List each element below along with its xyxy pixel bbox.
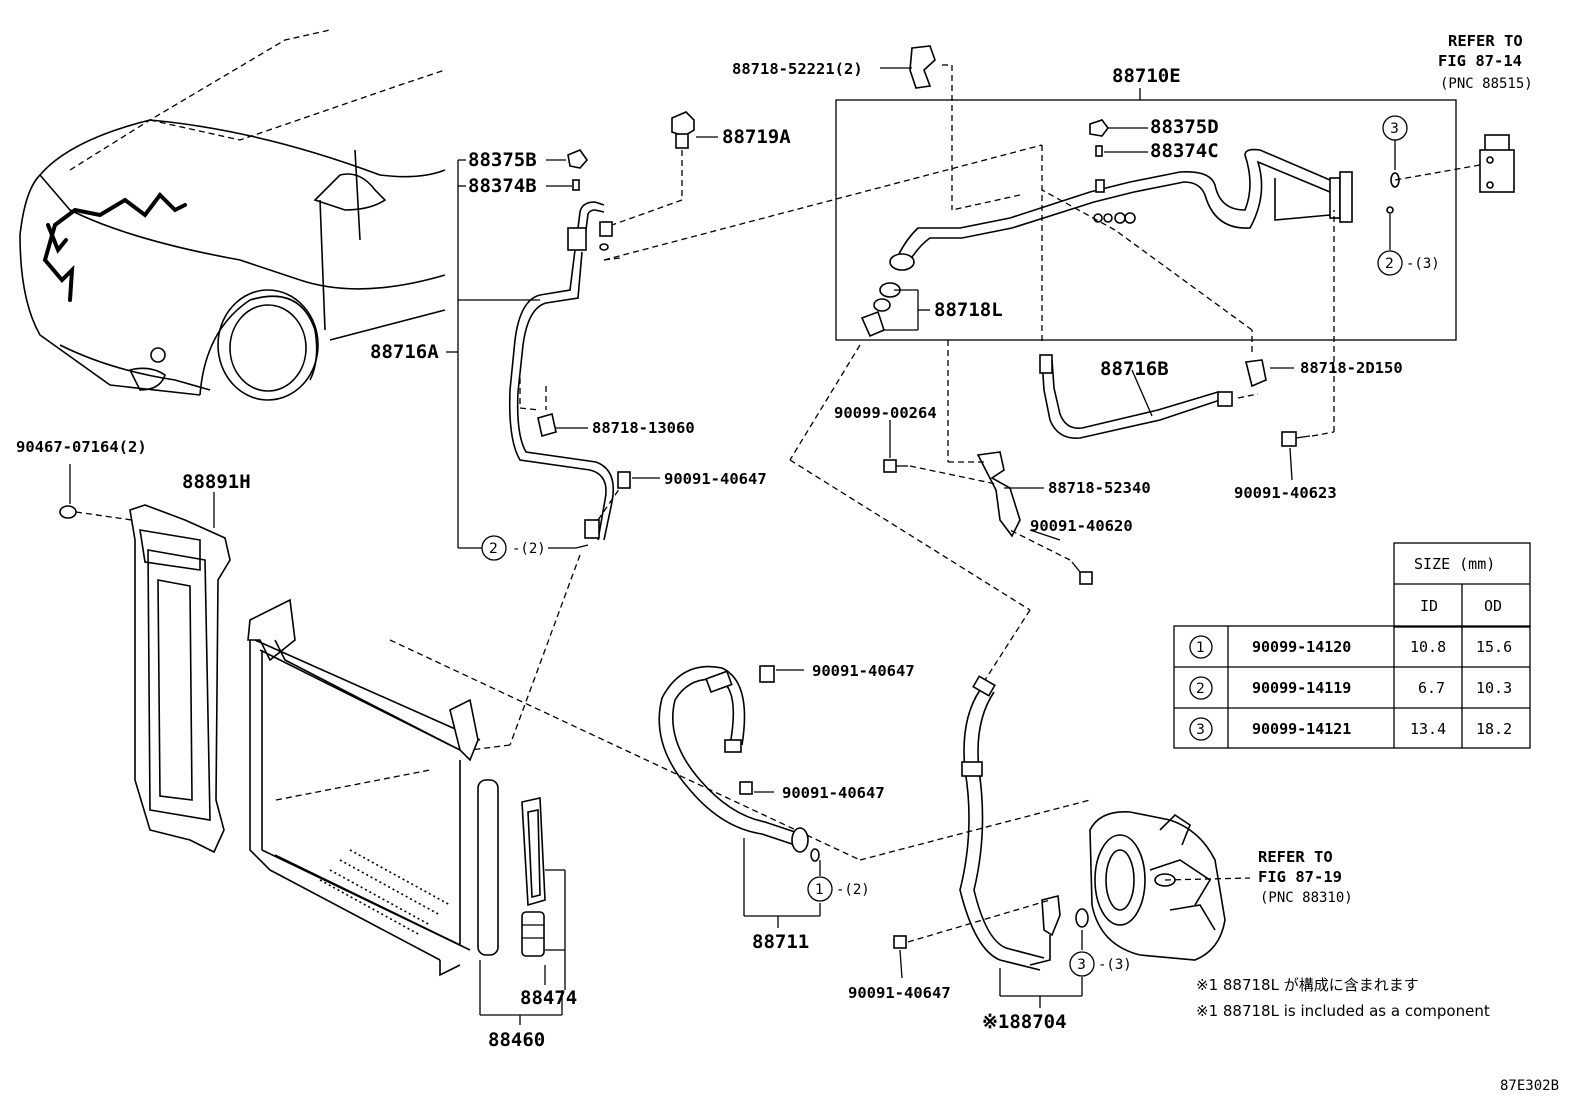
label-88460: 88460 <box>488 1029 545 1051</box>
label-88718L: 88718L <box>934 299 1003 321</box>
table-row-3-od: 18.2 <box>1476 720 1512 738</box>
bolt-90091-40647-top <box>617 471 660 489</box>
condenser-88460 <box>247 598 563 1025</box>
label-90091-40647-b: 90091-40647 <box>812 662 915 680</box>
note-jp: ※1 88718L が構成に含まれます <box>1196 976 1419 994</box>
qty-3-3: -(3) <box>1098 957 1132 973</box>
pipe-88716B <box>1039 229 1294 439</box>
label-88474: 88474 <box>520 987 577 1009</box>
label-88718-2D150: 88718-2D150 <box>1300 359 1403 377</box>
label-88719A: 88719A <box>722 126 791 148</box>
seal-88891H <box>59 464 231 854</box>
label-90467-07164: 90467-07164(2) <box>16 438 147 456</box>
circle-3-hose: 3 <box>1077 957 1086 973</box>
qty-1-2: -(2) <box>836 882 870 898</box>
circle-2-right: 2 <box>1385 256 1394 272</box>
table-header-id: ID <box>1420 597 1438 615</box>
table-header-od: OD <box>1484 597 1502 615</box>
label-88375D: 88375D <box>1150 116 1219 138</box>
label-88374C: 88374C <box>1150 140 1219 162</box>
table-header-size: SIZE (mm) <box>1414 555 1495 573</box>
table-row-3-id: 13.4 <box>1410 720 1446 738</box>
label-90091-40647-a: 90091-40647 <box>664 470 767 488</box>
bolt-90091-40623 <box>1281 210 1335 481</box>
refer-87-19-line1: REFER TO <box>1258 848 1333 866</box>
refer-87-19-line2: FIG 87-19 <box>1258 868 1342 886</box>
label-88718-52340: 88718-52340 <box>1048 479 1151 497</box>
label-88716B: 88716B <box>1100 358 1169 380</box>
table-row-1-id: 10.8 <box>1410 638 1446 656</box>
label-88710E: 88710E <box>1112 65 1181 87</box>
label-90091-40647-d: 90091-40647 <box>848 984 951 1002</box>
table-row-2-id: 6.7 <box>1418 679 1445 697</box>
table-row-2-mark: 2 <box>1196 681 1205 697</box>
figure-code: 87E302B <box>1500 1078 1559 1094</box>
label-88711: 88711 <box>752 931 809 953</box>
note-en: ※1 88718L is included as a component <box>1196 1002 1490 1020</box>
label-90091-40623: 90091-40623 <box>1234 484 1337 502</box>
refer-87-14-line2: FIG 87-14 <box>1438 52 1522 70</box>
label-88718-52221: 88718-52221(2) <box>732 60 863 78</box>
label-88716A: 88716A <box>370 341 439 363</box>
hose-88704: 3 <box>893 675 1095 1008</box>
table-row-1-od: 15.6 <box>1476 638 1512 656</box>
label-90091-40647-c: 90091-40647 <box>782 784 885 802</box>
desiccant-88474 <box>521 797 566 990</box>
labels: REFER TO FIG 87-14 (PNC 88515) 88710E 88… <box>16 32 1559 1094</box>
label-88375B: 88375B <box>468 149 537 171</box>
qty-2-3: -(3) <box>1406 256 1440 272</box>
table-row-3-mark: 3 <box>1196 722 1205 738</box>
compressor <box>1089 811 1251 961</box>
size-table: SIZE (mm) ID OD 1 90099-14120 10.8 15.6 … <box>1173 542 1531 749</box>
hose-88711: 1 <box>658 665 833 928</box>
qty-2-2: -(2) <box>512 541 546 557</box>
refer-87-19-line3: (PNC 88310) <box>1260 890 1353 906</box>
refer-87-14-line3: (PNC 88515) <box>1440 76 1533 92</box>
refer-87-14-line1: REFER TO <box>1448 32 1523 50</box>
table-row-2-part: 90099-14119 <box>1252 679 1351 697</box>
assembly-88710E: 3 2 <box>835 88 1457 341</box>
label-90099-00264: 90099-00264 <box>834 404 937 422</box>
bracket-88718-52340 <box>883 340 1093 585</box>
vehicle-illustration <box>19 29 446 401</box>
pipe-88716A <box>508 149 615 549</box>
label-88704: ※188704 <box>982 1011 1067 1033</box>
circle-2-pipe: 2 <box>489 541 498 557</box>
label-88374B: 88374B <box>468 175 537 197</box>
circle-1-hose: 1 <box>815 882 824 898</box>
table-row-3-part: 90099-14121 <box>1252 720 1351 738</box>
leader-88716A <box>446 159 588 549</box>
table-row-1-mark: 1 <box>1196 640 1205 656</box>
expansion-valve <box>1394 134 1515 193</box>
label-88891H: 88891H <box>182 471 251 493</box>
dashed-connectors <box>275 144 1116 861</box>
clip-88718-52221 <box>880 45 953 210</box>
table-row-1-part: 90099-14120 <box>1252 638 1351 656</box>
table-row-2-od: 10.3 <box>1476 679 1512 697</box>
label-90091-40620: 90091-40620 <box>1030 517 1133 535</box>
circle-3-top: 3 <box>1390 121 1399 137</box>
pressure-switch-88719A <box>611 111 718 226</box>
label-88718-13060: 88718-13060 <box>592 419 695 437</box>
